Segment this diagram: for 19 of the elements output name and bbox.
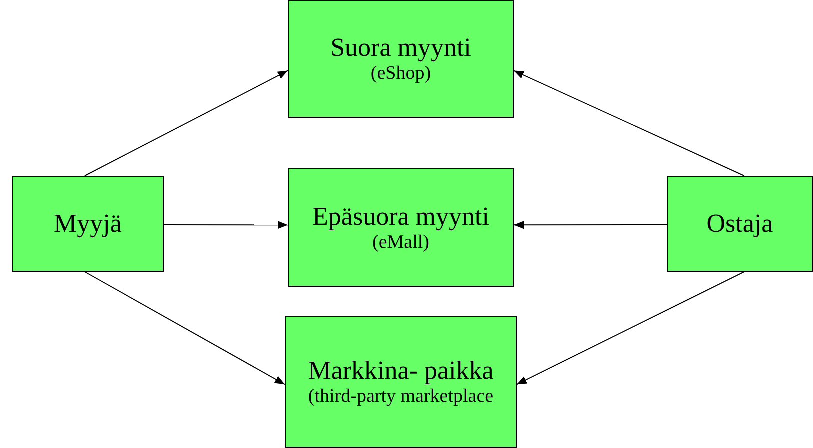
box-title: Markkina- paikka — [307, 355, 495, 386]
process-box — [12, 176, 164, 272]
process-box — [288, 0, 514, 118]
box-title: Suora myynti — [330, 32, 472, 64]
arrow — [84, 272, 286, 386]
arrow — [164, 221, 288, 230]
arrow — [514, 70, 745, 176]
process-box — [667, 176, 813, 272]
box-subtitle: (eMall) — [372, 232, 430, 254]
arrow — [516, 272, 745, 386]
box-subtitle: (third-party marketplace — [308, 386, 494, 409]
arrow — [84, 70, 288, 176]
process-box — [288, 168, 514, 287]
arrow — [514, 221, 668, 230]
process-box — [285, 316, 517, 448]
box-subtitle: (eShop) — [370, 63, 432, 86]
box-title: Ostaja — [706, 208, 774, 240]
box-title: Epäsuora myynti — [312, 200, 490, 232]
box-title: Myyjä — [53, 208, 123, 240]
